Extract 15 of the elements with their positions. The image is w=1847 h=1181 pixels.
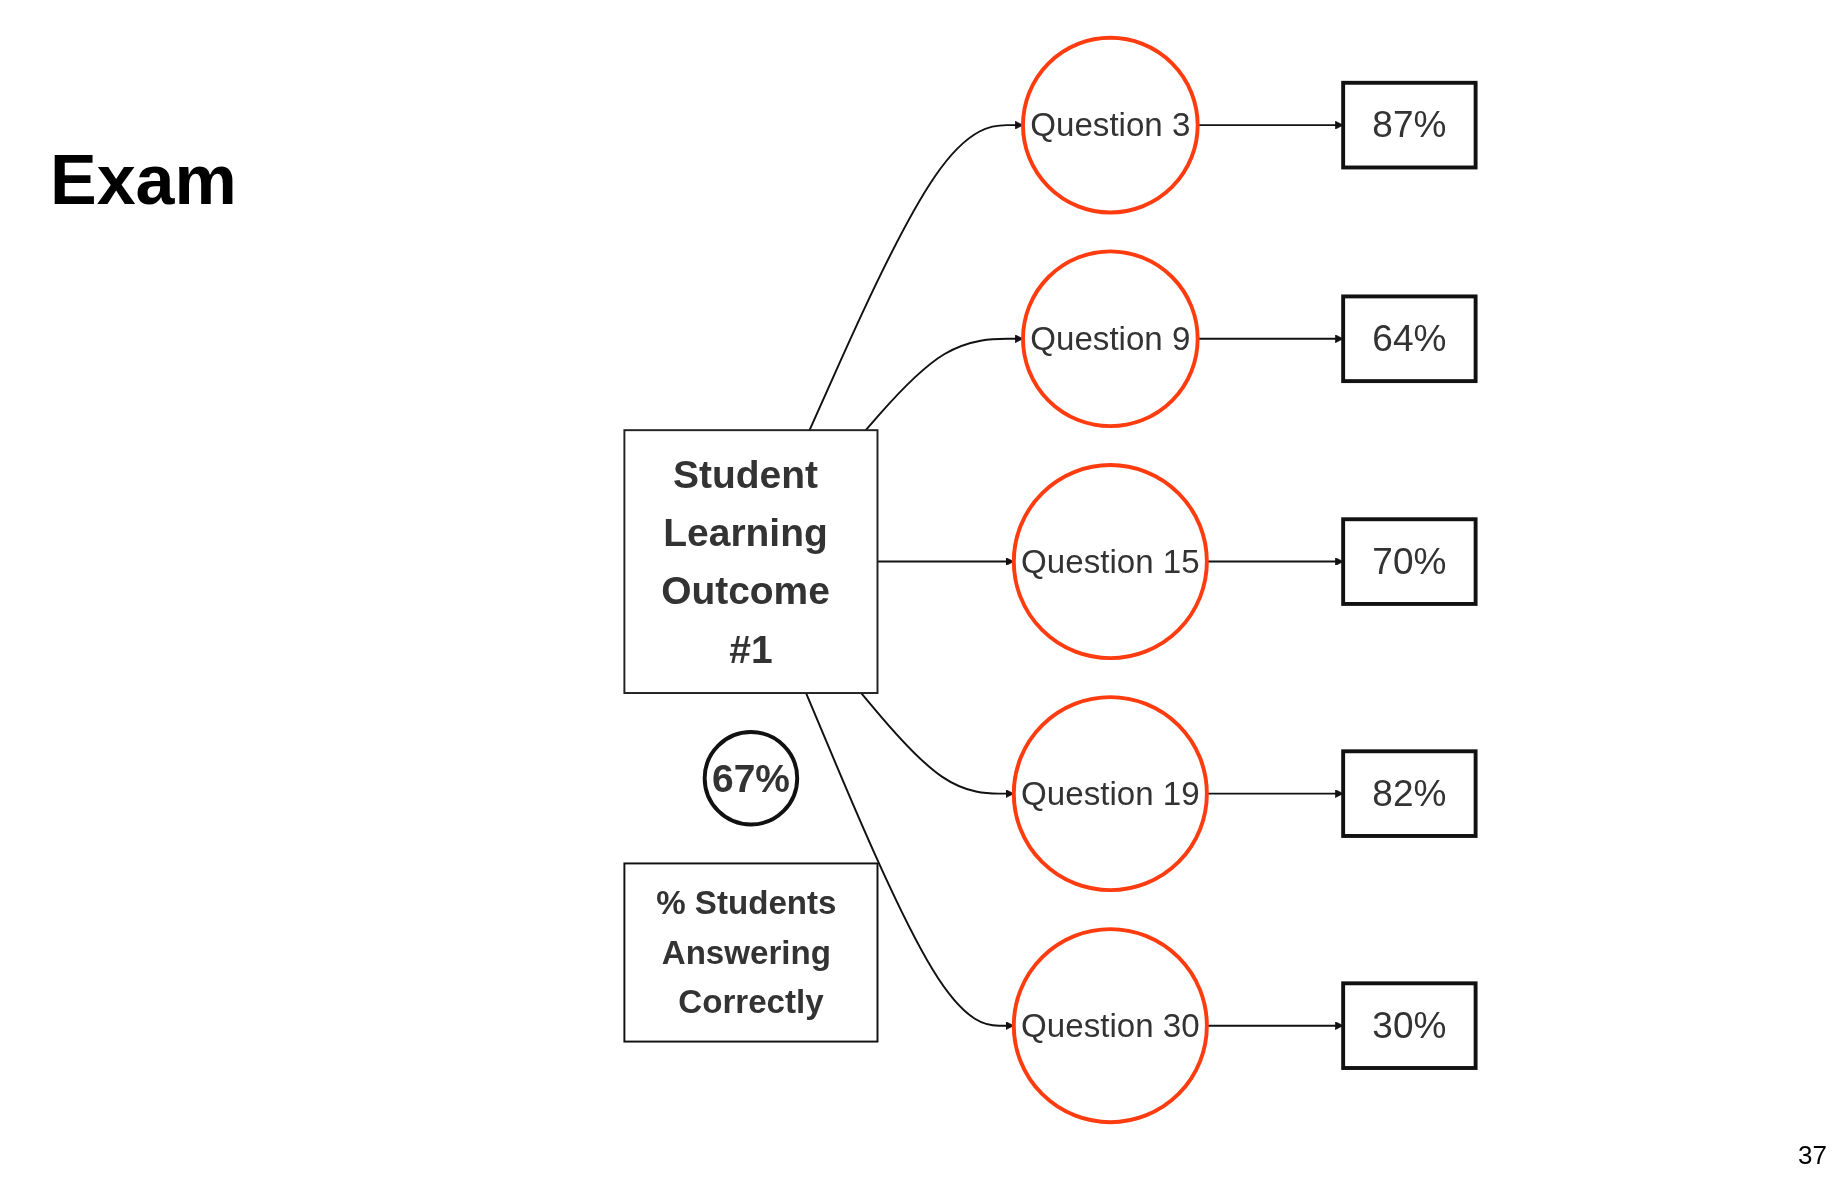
node-box: 87%	[1341, 80, 1478, 170]
node-box: % Students Answering Correctly	[623, 862, 879, 1043]
node-circle: Question 30	[1011, 927, 1209, 1125]
node-box: Student Learning Outcome #1	[623, 429, 879, 694]
node-box: 82%	[1341, 749, 1478, 838]
node-circle: Question 19	[1011, 695, 1209, 893]
node-box: 70%	[1341, 517, 1478, 606]
node-circle: Question 9	[1021, 249, 1200, 429]
node-circle: Question 15	[1011, 463, 1209, 661]
node-box: 30%	[1341, 981, 1478, 1070]
node-circle: 67%	[702, 730, 800, 827]
node-circle: Question 3	[1021, 35, 1200, 215]
page-number: 37	[1798, 1140, 1827, 1171]
node-box: 64%	[1341, 294, 1478, 384]
diagram-title: Exam	[50, 140, 237, 220]
